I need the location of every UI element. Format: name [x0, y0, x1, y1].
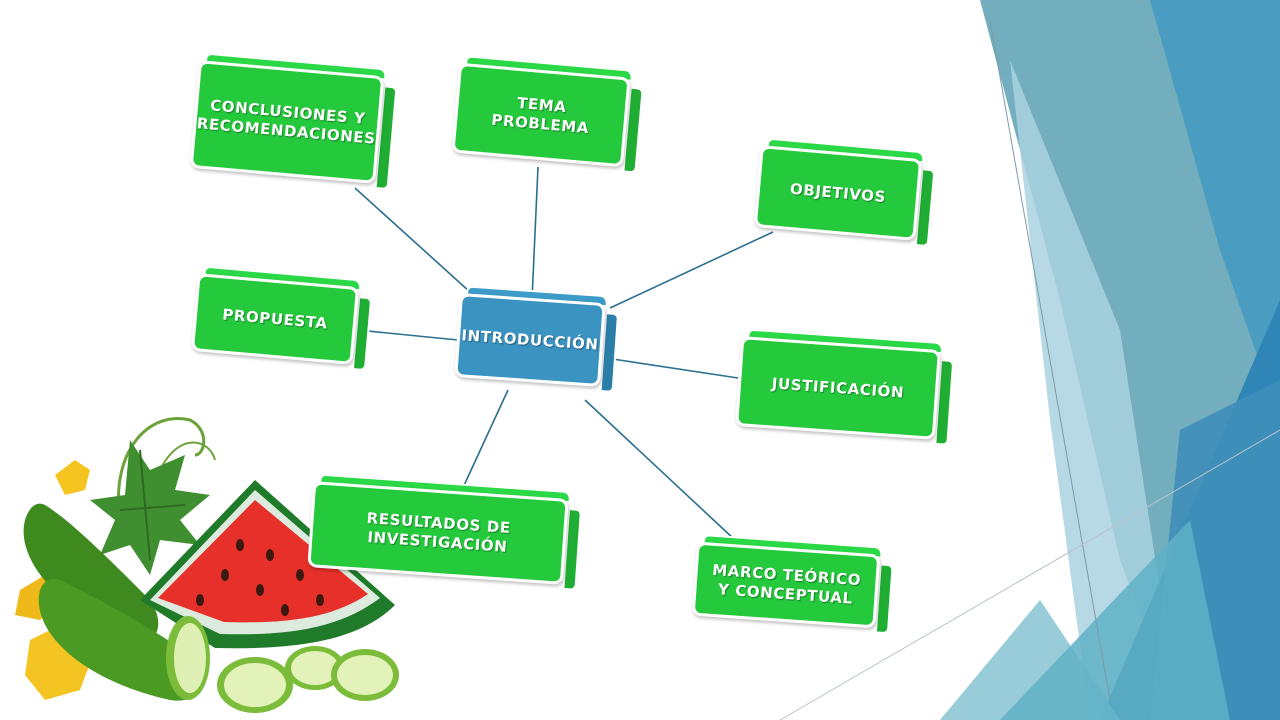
node-label-justificacion: JUSTIFICACIÓN	[735, 336, 941, 440]
node-label-propuesta: PROPUESTA	[190, 273, 360, 365]
connector-marco	[584, 399, 736, 541]
node-label-tema: TEMA PROBLEMA	[451, 62, 631, 168]
connector-propuesta	[356, 329, 459, 341]
node-justificacion: JUSTIFICACIÓN	[735, 328, 955, 446]
connector-objetivos	[609, 231, 774, 309]
node-label-resultados: RESULTADOS DE INVESTIGACIÓN	[307, 481, 569, 585]
node-label-marco: MARCO TEÓRICO Y CONCEPTUAL	[691, 541, 881, 629]
node-propuesta: PROPUESTA	[190, 265, 373, 372]
node-label-objetivos: OBJETIVOS	[753, 145, 923, 241]
connector-justificacion	[605, 357, 739, 379]
node-marco: MARCO TEÓRICO Y CONCEPTUAL	[691, 534, 894, 635]
node-introduccion: INTRODUCCIÓN	[454, 285, 620, 393]
watermelon-cucumber-illustration	[15, 417, 399, 713]
node-label-conclusiones: CONCLUSIONES Y RECOMENDACIONES	[189, 60, 385, 184]
node-label-introduccion: INTRODUCCIÓN	[454, 293, 606, 387]
node-conclusiones: CONCLUSIONES Y RECOMENDACIONES	[189, 52, 398, 191]
node-resultados: RESULTADOS DE INVESTIGACIÓN	[307, 473, 583, 591]
connector-tema	[531, 166, 539, 301]
blue-triangle-shapes	[779, 0, 1280, 720]
node-objetivos: OBJETIVOS	[753, 137, 936, 248]
node-tema: TEMA PROBLEMA	[451, 55, 644, 174]
connector-conclusiones	[354, 187, 471, 293]
